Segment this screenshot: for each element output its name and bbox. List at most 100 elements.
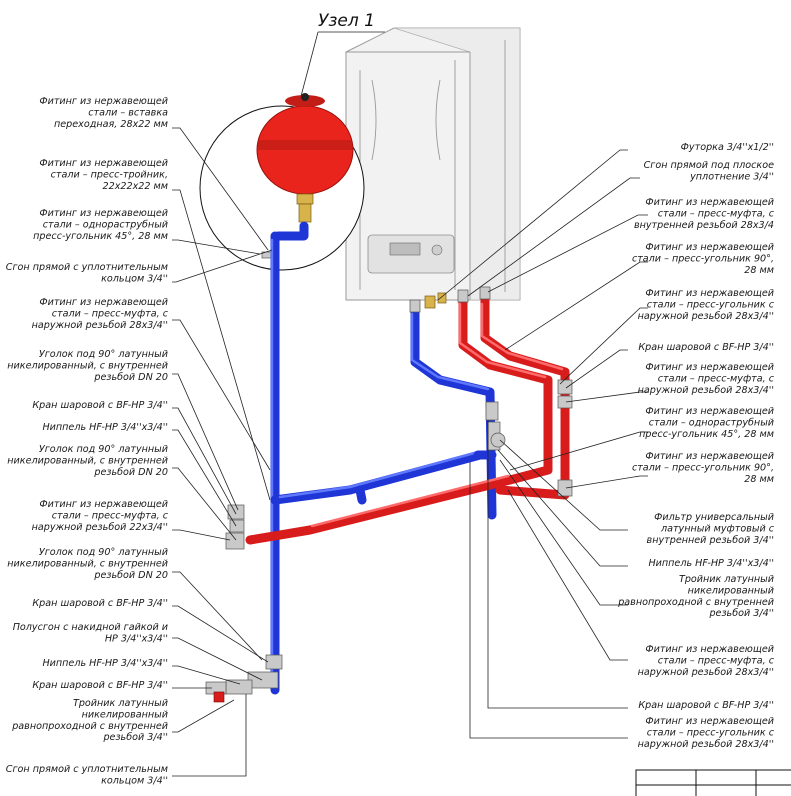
label-right-11: Ниппель HF-HP 3/4''x3/4''	[648, 558, 774, 569]
label-left-line: стали – вставка	[88, 107, 168, 118]
leaders-left	[172, 127, 273, 777]
label-right-14: Кран шаровой с BF-HP 3/4''	[638, 700, 774, 711]
label-right-line: Сгон прямой под плоское	[644, 160, 774, 171]
label-left-line: стали – пресс-тройник,	[51, 169, 168, 180]
label-right-line: Ниппель HF-HP 3/4''x3/4''	[648, 558, 774, 569]
label-left-line: резьбой 3/4''	[102, 731, 168, 743]
label-right-line: Фитинг из нержавеющей	[645, 288, 774, 299]
label-right-line: стали – однораструбный	[649, 416, 774, 428]
label-left-line: Кран шаровой с BF-HP 3/4''	[32, 598, 168, 609]
label-right-line: Фитинг из нержавеющей	[645, 406, 774, 417]
label-right-line: наружной резьбой 28x3/4''	[638, 310, 774, 322]
boiler-knob	[431, 244, 443, 256]
label-left-line: наружной резьбой 28x3/4''	[32, 319, 168, 331]
label-right-line: стали – пресс-угольник 90°,	[632, 462, 774, 473]
ball-valve-right	[485, 401, 499, 421]
label-right-line: стали – пресс-муфта, с	[658, 373, 775, 384]
label-left-line: Тройник латунный	[73, 698, 168, 709]
label-right-1: Футорка 3/4''x1/2''	[681, 142, 774, 153]
label-right-line: никелированный	[688, 585, 774, 596]
label-right-line: стали – пресс-угольник с	[647, 727, 775, 738]
label-left-line: никелированный	[82, 709, 168, 720]
return-horizontal	[270, 450, 485, 505]
boiler-outlet-gas	[424, 295, 436, 309]
label-right-line: стали – пресс-угольник 90°,	[632, 253, 774, 264]
bottom-tee	[225, 679, 253, 695]
filter-body	[490, 432, 506, 448]
label-right-line: Фитинг из нержавеющей	[645, 242, 774, 253]
label-left-line: 22x22x22 мм	[102, 181, 168, 192]
label-left-line: Фитинг из нержавеющей	[39, 96, 168, 107]
label-left-line: Фитинг из нержавеющей	[39, 499, 168, 510]
label-left-line: стали – пресс-муфта, с	[52, 510, 169, 521]
boiler	[345, 27, 521, 301]
label-left-line: Ниппель HF-HP 3/4''x3/4''	[42, 658, 168, 669]
elbow-supply	[557, 479, 573, 497]
label-right-line: пресс-угольник 45°, 28 мм	[639, 429, 774, 440]
label-left-line: Уголок под 90° латунный	[39, 444, 168, 455]
label-left-line: Кран шаровой с BF-HP 3/4''	[32, 680, 168, 691]
label-left-14: Ниппель HF-HP 3/4''x3/4''	[42, 658, 168, 669]
boiler-display	[389, 242, 421, 256]
label-right-line: Фитинг из нержавеющей	[645, 644, 774, 655]
label-right-line: 28 мм	[744, 265, 774, 276]
expansion-tank-fitting	[296, 193, 314, 205]
label-left-line: HP 3/4''x3/4''	[105, 633, 168, 644]
label-right-line: Фитинг из нержавеющей	[645, 716, 774, 727]
label-left-line: Полусгон с накидной гайкой и	[13, 622, 168, 633]
label-left-line: Уголок под 90° латунный	[39, 349, 168, 360]
label-right-line: Кран шаровой с BF-HP 3/4''	[638, 342, 774, 353]
supply-pipes	[245, 295, 570, 545]
label-left-line: Сгон прямой с уплотнительным	[6, 262, 168, 273]
label-left-line: кольцом 3/4''	[101, 775, 168, 786]
label-left-line: Кран шаровой с BF-HP 3/4''	[32, 400, 168, 411]
callout-return-pipe	[273, 221, 309, 241]
return-tee-branch	[355, 485, 367, 505]
label-left-line: равнопроходной с внутренней	[11, 721, 168, 732]
label-left-line: наружной резьбой 22x3/4''	[32, 521, 168, 533]
bottom-valve	[265, 654, 283, 670]
label-left-line: стали – однораструбный	[43, 218, 168, 230]
expansion-tank-nipple	[298, 203, 312, 223]
boiler-outlet-supply	[457, 289, 469, 303]
boiler-outlet-supply-2	[479, 286, 491, 300]
bottom-valve-handle	[213, 691, 225, 703]
label-left-line: кольцом 3/4''	[101, 273, 168, 284]
supply-second	[480, 295, 570, 500]
label-left-line: никелированный, с внутренней	[7, 455, 168, 466]
label-left-line: Уголок под 90° латунный	[39, 547, 168, 558]
boiler-outlet-return	[409, 299, 421, 313]
label-right-line: внутренней резьбой 3/4''	[647, 534, 774, 546]
label-left-line: Фитинг из нержавеющей	[39, 158, 168, 169]
expansion-tank-band	[258, 140, 352, 150]
label-right-line: наружной резьбой 28x3/4''	[638, 738, 774, 750]
label-left-8: Ниппель HF-HP 3/4''x3/4''	[42, 422, 168, 433]
fittings	[205, 286, 573, 703]
label-right-line: Тройник латунный	[679, 574, 774, 585]
label-right-line: равнопроходной с внутренней	[617, 597, 774, 608]
label-right-line: Кран шаровой с BF-HP 3/4''	[638, 700, 774, 711]
left-elbow	[225, 532, 245, 550]
label-right-line: внутренней резьбой 28x3/4	[634, 219, 774, 231]
boiler-outlet-cold	[437, 292, 447, 304]
expansion-tank-valve	[301, 93, 309, 101]
title-leader	[299, 31, 319, 101]
label-left-line: Ниппель HF-HP 3/4''x3/4''	[42, 422, 168, 433]
leaders-right	[437, 149, 648, 739]
bottom-union	[247, 671, 279, 689]
label-right-line: Фитинг из нержавеющей	[645, 197, 774, 208]
